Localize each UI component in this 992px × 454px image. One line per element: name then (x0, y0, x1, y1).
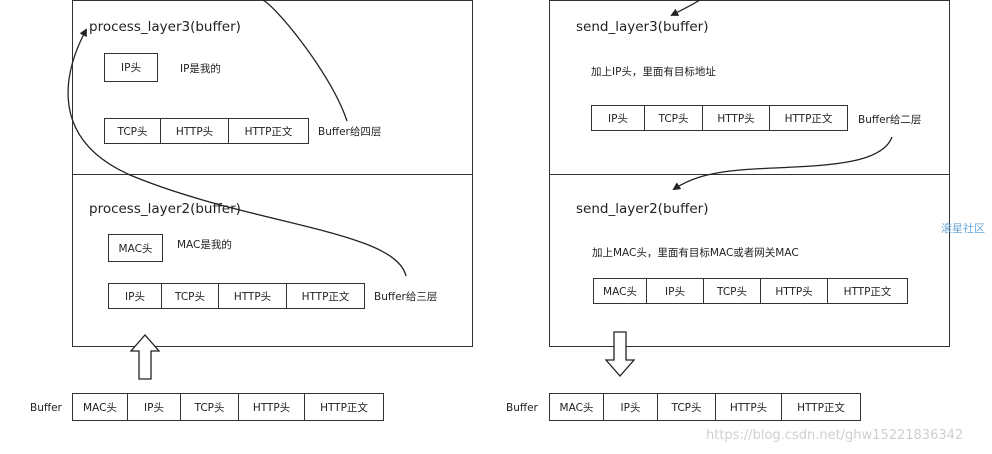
buffer-to-layer3-label: Buffer给三层 (374, 291, 438, 303)
packet-cell-http-body: HTTP正文 (769, 105, 848, 131)
send-layer2-title: send_layer2(buffer) (576, 201, 709, 217)
add-mac-header-note: 加上MAC头，里面有目标MAC或者网关MAC (592, 247, 799, 259)
packet-cell-mac-header: MAC头 (593, 278, 647, 304)
ip-is-mine-note: IP是我的 (180, 63, 221, 75)
packet-cell-tcp-header: TCP头 (161, 283, 219, 309)
packet-cell-http-body: HTTP正文 (781, 393, 861, 421)
add-ip-header-note: 加上IP头，里面有目标地址 (591, 66, 716, 78)
packet-cell-http-header: HTTP头 (218, 283, 287, 309)
packet-cell-http-header: HTTP头 (760, 278, 828, 304)
packet-cell-tcp-header: TCP头 (104, 118, 161, 144)
right-buffer-label: Buffer (506, 402, 538, 414)
packet-cell-tcp-header: TCP头 (657, 393, 716, 421)
packet-cell-http-header: HTTP头 (702, 105, 770, 131)
packet-cell-tcp-header: TCP头 (644, 105, 703, 131)
send-layer3-title: send_layer3(buffer) (576, 19, 709, 35)
left-buffer-label: Buffer (30, 402, 62, 414)
packet-cell-http-header: HTTP头 (715, 393, 782, 421)
packet-cell-ip-header: IP头 (603, 393, 658, 421)
mac-is-mine-note: MAC是我的 (177, 239, 232, 251)
csdn-watermark: https://blog.csdn.net/ghw15221836342 (706, 428, 964, 443)
packet-cell-mac-header: MAC头 (549, 393, 604, 421)
packet-cell-ip-header: IP头 (127, 393, 181, 421)
buffer-to-layer2-label: Buffer给二层 (858, 114, 922, 126)
process-layer2-title: process_layer2(buffer) (89, 201, 241, 217)
packet-cell-http-header: HTTP头 (160, 118, 229, 144)
packet-cell-ip-header: IP头 (646, 278, 704, 304)
buffer-to-layer4-label: Buffer给四层 (318, 126, 382, 138)
left-buffer-packet: MAC头 IP头 TCP头 HTTP头 HTTP正文 (72, 393, 384, 421)
send-layer2-packet: MAC头 IP头 TCP头 HTTP头 HTTP正文 (593, 278, 908, 304)
packet-cell-http-body: HTTP正文 (286, 283, 365, 309)
process-layer2-packet: IP头 TCP头 HTTP头 HTTP正文 (108, 283, 365, 309)
send-layer2-frame (549, 174, 950, 347)
process-layer3-title: process_layer3(buffer) (89, 19, 241, 35)
packet-cell-http-header: HTTP头 (238, 393, 305, 421)
right-buffer-packet: MAC头 IP头 TCP头 HTTP头 HTTP正文 (549, 393, 861, 421)
packet-cell-ip-header: IP头 (591, 105, 645, 131)
ip-header-box: IP头 (104, 53, 158, 82)
packet-cell-ip-header: IP头 (108, 283, 162, 309)
process-layer3-packet: TCP头 HTTP头 HTTP正文 (104, 118, 309, 144)
packet-cell-http-body: HTTP正文 (827, 278, 908, 304)
send-layer3-packet: IP头 TCP头 HTTP头 HTTP正文 (591, 105, 848, 131)
packet-cell-http-body: HTTP正文 (304, 393, 384, 421)
mac-header-box: MAC头 (108, 234, 163, 262)
packet-cell-tcp-header: TCP头 (180, 393, 239, 421)
packet-cell-http-body: HTTP正文 (228, 118, 309, 144)
packet-cell-mac-header: MAC头 (72, 393, 128, 421)
packet-cell-tcp-header: TCP头 (703, 278, 761, 304)
community-side-text: 滚星社区 (941, 222, 985, 235)
